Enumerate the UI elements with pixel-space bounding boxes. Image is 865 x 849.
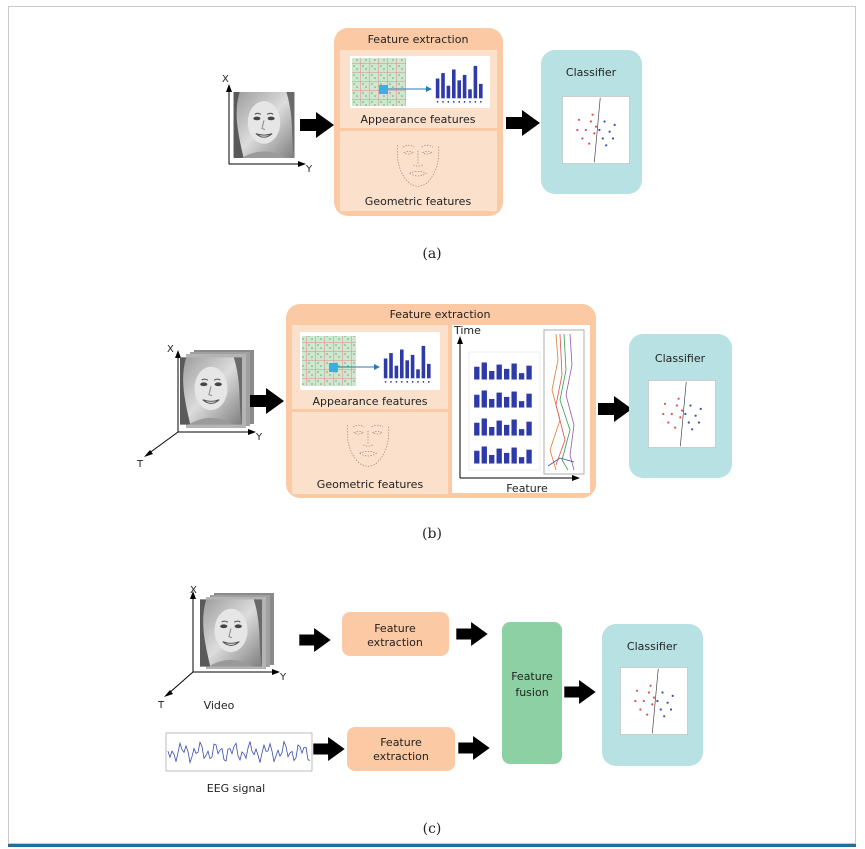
feature-extraction-box-eeg [347,727,455,771]
face-grid-image [352,58,406,106]
axis-t-label: T [157,700,165,711]
face-stack-image [200,593,274,669]
panel-b: X Y T Feature extraction Appearance feat… [136,304,732,542]
classifier-label: Classifier [566,66,617,79]
video-label: Video [204,699,235,712]
face-image [233,92,295,158]
feature-fusion-line2: fusion [515,686,548,699]
arrow-right-icon [564,680,596,704]
bottom-rule [8,844,856,847]
feature-fusion-line1: Feature [511,670,553,683]
axis-y-label: Y [305,164,313,175]
time-series-plot [543,329,585,475]
geometric-section [292,412,448,494]
arrow-right-icon [300,112,334,138]
axis-y-label: Y [255,432,263,443]
panel-a: X Y Feature extraction Appearance featur… [222,28,642,262]
arrow-right-icon [250,388,284,414]
panel-c: X Y T Video Feature extraction EEG signa… [157,585,703,837]
axis-t-label: T [136,459,144,470]
axes-xyt: X Y T [157,585,287,711]
feature-extraction-line1: Feature [380,736,422,749]
caption-a: (a) [422,246,441,262]
highlighted-cell [329,363,338,372]
geometric-features-label: Geometric features [317,478,424,491]
caption-c: (c) [423,821,442,837]
arrow-right-icon [456,622,488,646]
arrow-right-icon [299,628,331,652]
axis-x-label: X [222,74,229,85]
geometric-features-label: Geometric features [365,195,472,208]
appearance-features-label: Appearance features [361,113,476,126]
arrow-right-icon [458,736,490,760]
scatter-plot-icon [648,379,716,449]
eeg-signal-label: EEG signal [207,782,265,795]
axes-xyt: X Y T [136,344,263,470]
highlighted-cell [379,85,388,94]
axes-xy: X Y [222,74,313,175]
caption-b: (b) [422,526,442,542]
feature-extraction-title: Feature extraction [390,308,491,321]
eeg-signal-plot [165,732,313,772]
scatter-plot-icon [562,95,630,165]
scatter-plot-icon [620,666,688,736]
feature-extraction-title: Feature extraction [368,33,469,46]
time-axis-label: Time [453,324,481,337]
classifier-label: Classifier [655,352,706,365]
feature-extraction-box-video [342,612,449,656]
feature-extraction-line1: Feature [374,622,416,635]
face-stack-image [180,350,254,428]
feature-fusion-box [502,622,562,764]
axis-x-label: X [190,585,197,596]
feature-extraction-line2: extraction [367,636,423,649]
arrow-right-icon [598,396,632,422]
feature-axis-label: Feature [506,482,548,495]
feature-extraction-line2: extraction [373,750,429,763]
appearance-features-label: Appearance features [313,395,428,408]
face-grid-image [302,336,356,386]
axis-y-label: Y [279,672,287,683]
figure-frame [8,6,856,844]
axis-x-label: X [167,344,174,355]
arrow-right-icon [506,110,540,136]
classifier-label: Classifier [627,640,678,653]
arrow-right-icon [313,737,345,761]
